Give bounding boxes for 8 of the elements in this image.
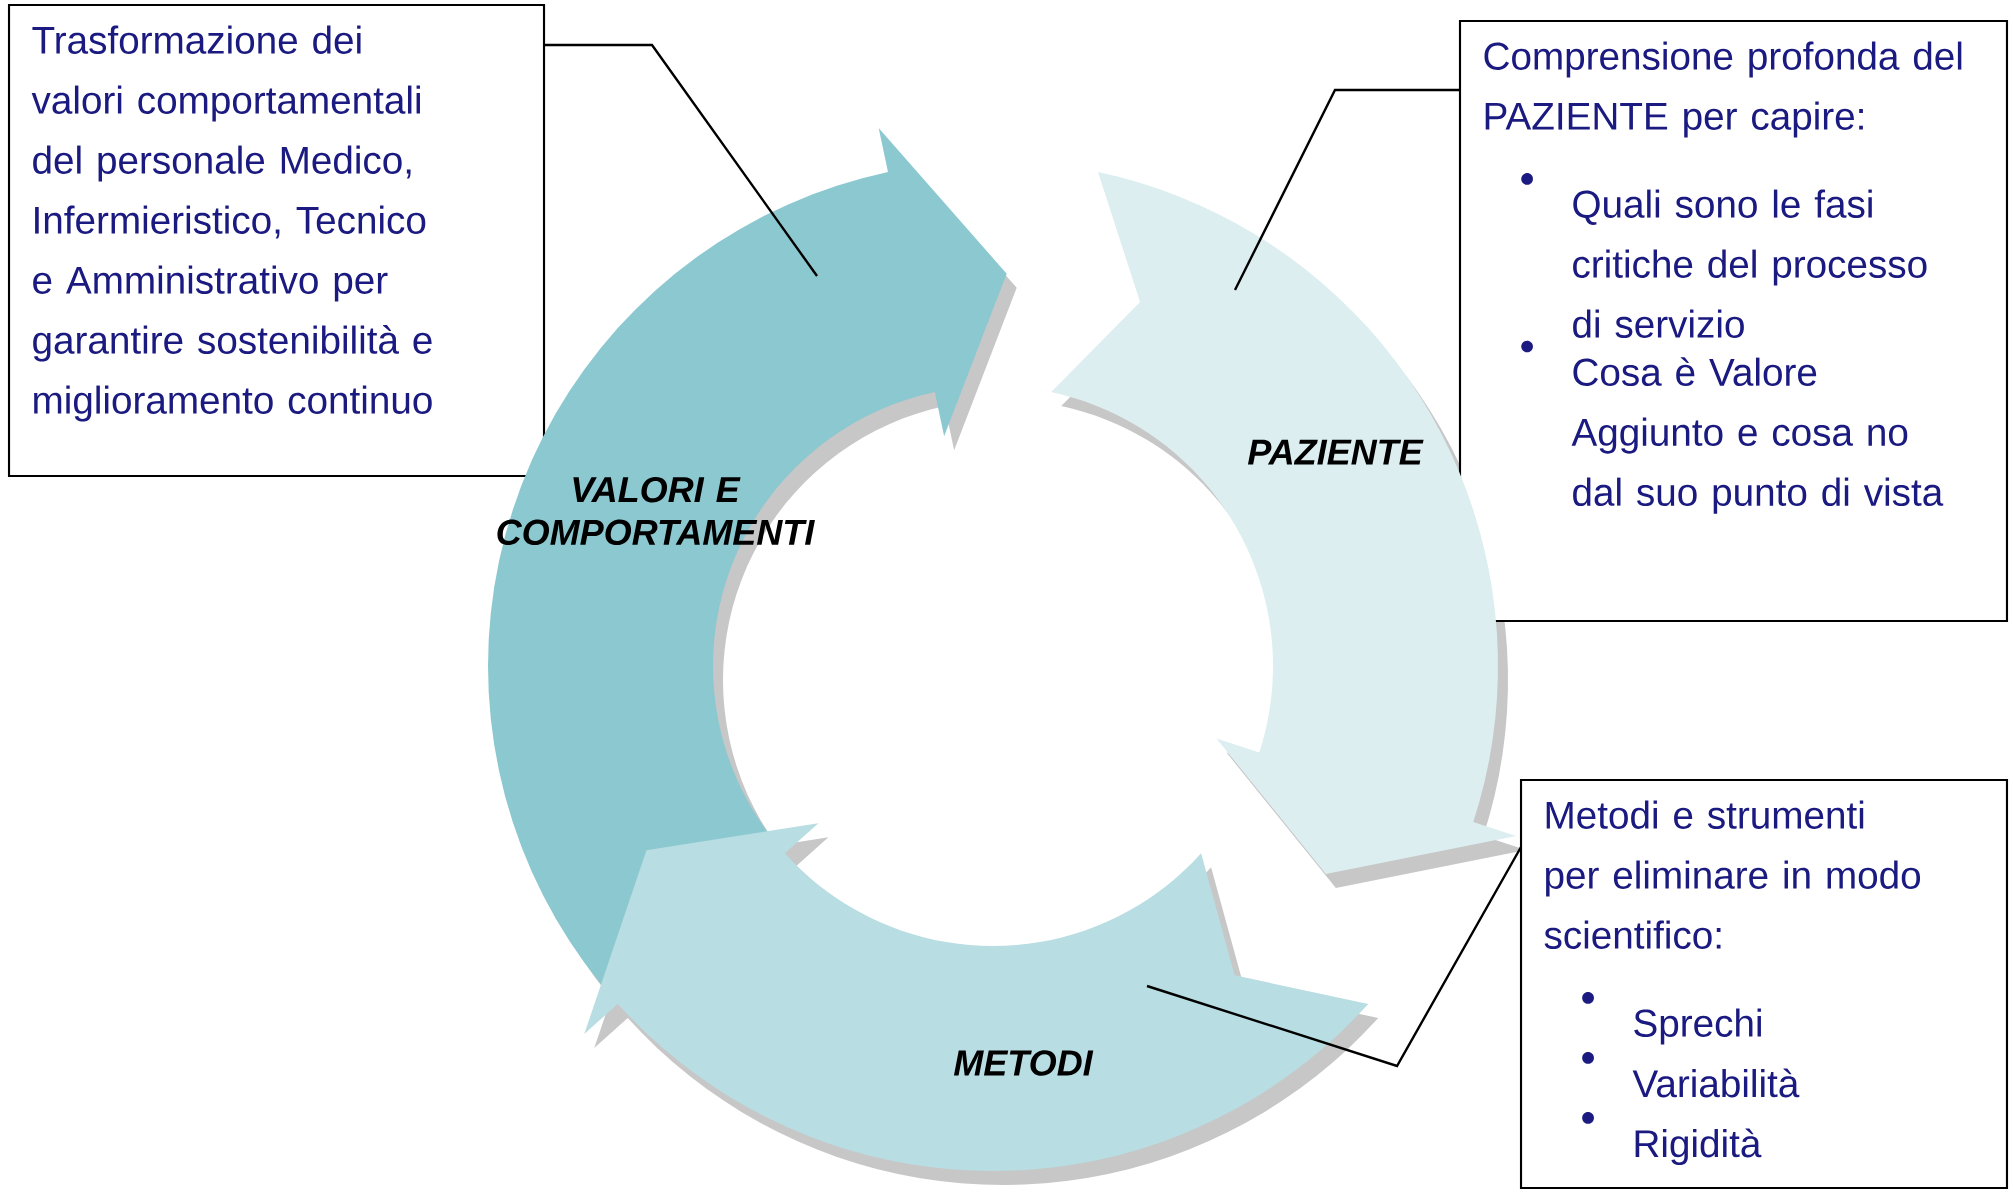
text-box: Trasformazione dei valori comportamentali del personale Medico, Infermieristico, Tecnico e Amministrativo per garantire sostenibilità e miglioramento continuo bbox=[7, 3, 546, 478]
ring-segment: PAZIENTE bbox=[1051, 172, 1517, 874]
text-box: Metodi e strumenti per eliminare in modo scientifico: Sprechi Variabilità Rigidità bbox=[1519, 778, 2009, 1190]
leader-line bbox=[1233, 88, 1460, 291]
ring-segment: METODI bbox=[584, 823, 1369, 1171]
leader-line bbox=[544, 43, 818, 277]
text-box: Comprensione profonda del PAZIENTE per capire: Quali sono le fasi critiche del processo di servizio Cosa è Valore Aggiunto e cosa no dal suo punto di vista bbox=[1458, 19, 2009, 623]
leader-line bbox=[1146, 846, 1523, 1068]
